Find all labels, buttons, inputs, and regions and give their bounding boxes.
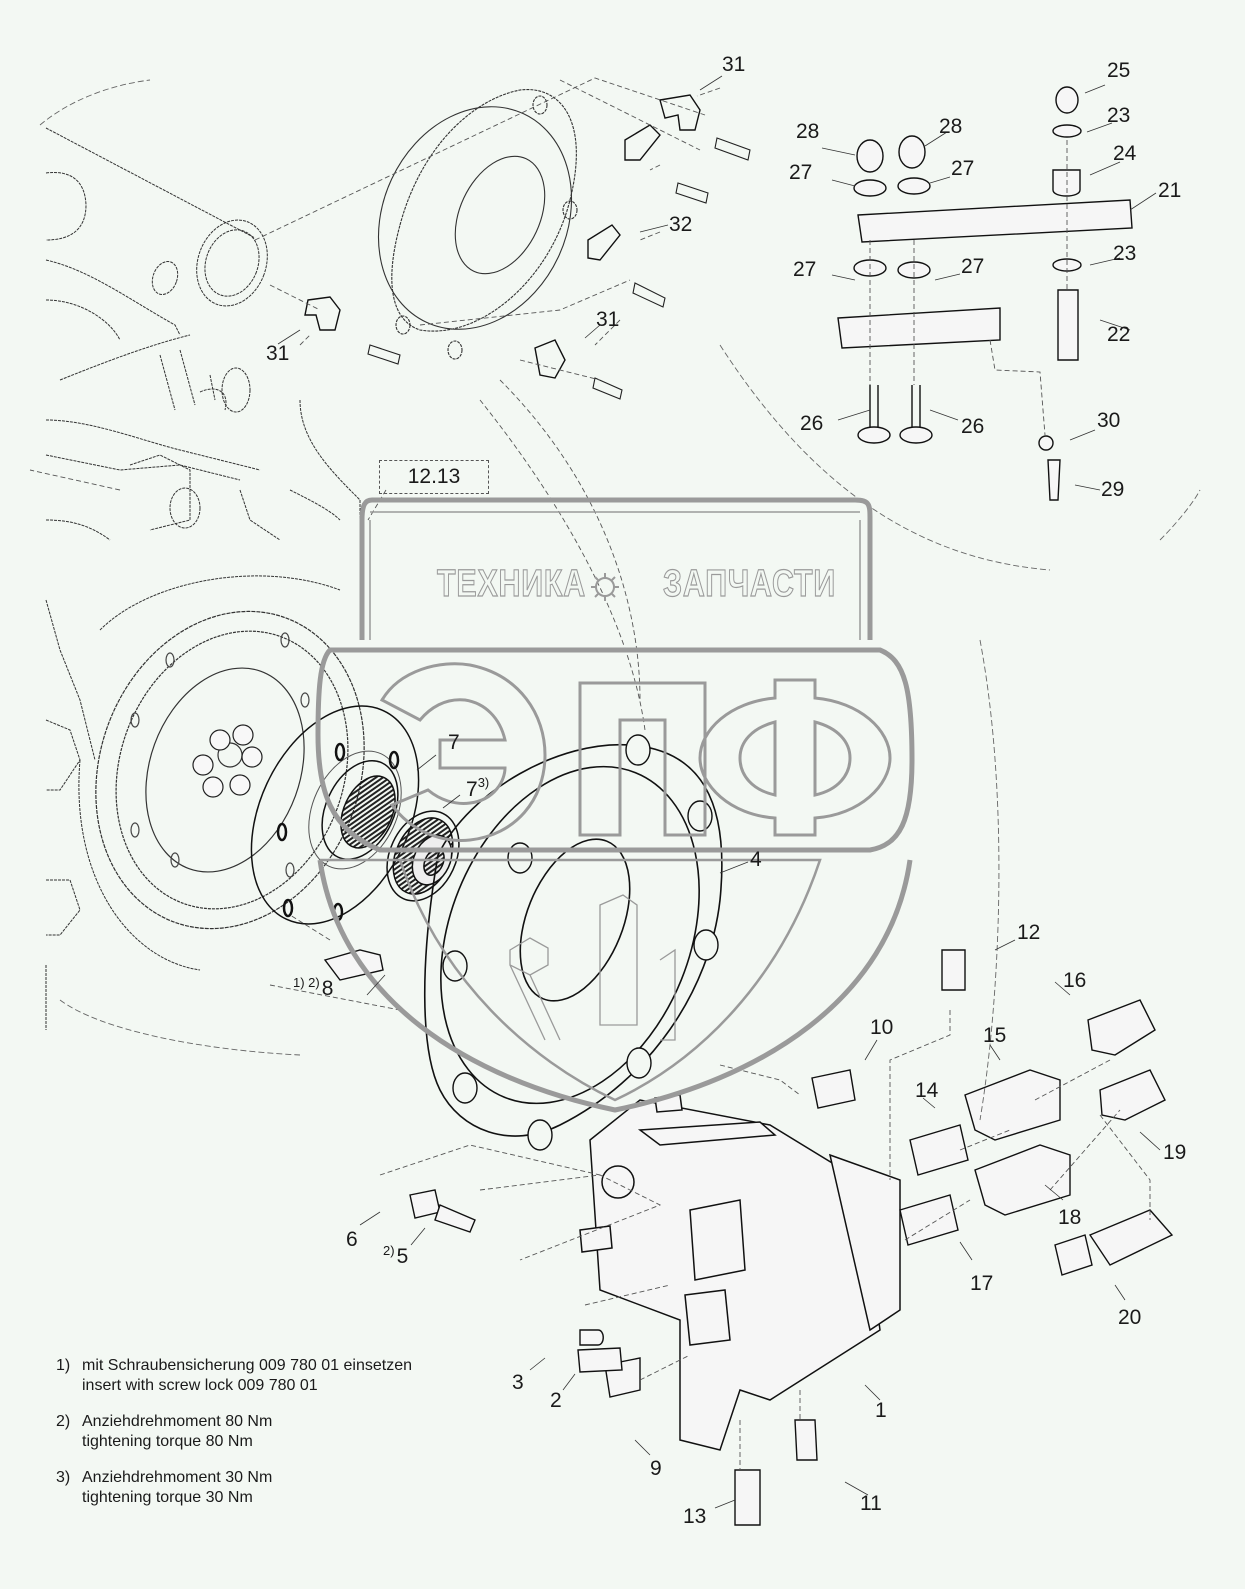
footnote-de: mit Schraubensicherung 009 780 01 einset…	[82, 1357, 412, 1374]
brackets	[304, 94, 701, 379]
footnote-text: mit Schraubensicherung 009 780 01 einset…	[82, 1356, 412, 1396]
callout-leaders	[277, 75, 1161, 1509]
callout-8-note-prefix: 1) 2)	[293, 975, 320, 990]
callout-8-note: 1) 2)8	[293, 975, 334, 1000]
callout-15: 15	[983, 1024, 1007, 1047]
callout-31: 31	[596, 308, 620, 331]
hydraulic-fittings	[323, 949, 1174, 1526]
footnote-2: 2) Anziehdrehmoment 80 Nm tightening tor…	[56, 1412, 412, 1452]
footnote-en: tightening torque 30 Nm	[82, 1489, 253, 1506]
callout-27: 27	[961, 255, 985, 278]
callout-1: 1	[875, 1399, 887, 1422]
callout-16: 16	[1063, 969, 1087, 992]
callout-7: 7	[448, 731, 460, 754]
footnote-text: Anziehdrehmoment 30 Nm tightening torque…	[82, 1468, 272, 1508]
footnote-number: 3)	[56, 1469, 71, 1486]
callout-12: 12	[1017, 921, 1041, 944]
callout-23: 23	[1113, 242, 1137, 265]
bracket-bolts	[367, 137, 751, 400]
callout-5-note-prefix: 2)	[383, 1243, 395, 1258]
background-arcs	[39, 79, 1201, 1121]
callout-31: 31	[266, 342, 290, 365]
footnotes: 1) mit Schraubensicherung 009 780 01 ein…	[56, 1356, 412, 1524]
callout-31: 31	[722, 53, 746, 76]
watermark-right-text: ЗАПЧАСТИ	[663, 562, 837, 605]
footnote-1: 1) mit Schraubensicherung 009 780 01 ein…	[56, 1356, 412, 1396]
callout-8-number: 8	[321, 977, 334, 1000]
callout-3: 3	[512, 1371, 524, 1394]
callout-24: 24	[1113, 142, 1137, 165]
callout-13: 13	[683, 1505, 707, 1528]
footnote-de: Anziehdrehmoment 80 Nm	[82, 1413, 273, 1430]
engine-block	[45, 127, 361, 1030]
leader-lines	[29, 77, 1151, 1470]
callout-18: 18	[1058, 1206, 1082, 1229]
callout-32: 32	[669, 213, 693, 236]
watermark-logo	[315, 497, 915, 1113]
callout-7-note: 3)	[477, 775, 490, 790]
callout-21: 21	[1158, 179, 1182, 202]
callout-5-note: 2)5	[383, 1243, 409, 1268]
callout-4: 4	[750, 848, 762, 871]
callout-17: 17	[970, 1272, 994, 1295]
callout-14: 14	[915, 1079, 939, 1102]
callout-7-number: 7	[466, 778, 478, 801]
footnote-number: 1)	[56, 1357, 71, 1374]
control-valve	[579, 1094, 901, 1451]
reference-box[interactable]: 12.13	[379, 460, 489, 494]
callout-6: 6	[346, 1228, 358, 1251]
callout-28: 28	[796, 120, 820, 143]
cover-plate	[377, 89, 578, 360]
callout-20: 20	[1118, 1306, 1142, 1329]
callout-19: 19	[1163, 1141, 1187, 1164]
callout-23: 23	[1107, 104, 1131, 127]
footnote-text: Anziehdrehmoment 80 Nm tightening torque…	[82, 1412, 272, 1452]
callout-29: 29	[1101, 478, 1125, 501]
callout-30: 30	[1097, 409, 1121, 432]
callout-28: 28	[939, 115, 963, 138]
callout-22: 22	[1107, 323, 1131, 346]
flywheel	[95, 610, 365, 930]
callout-5-number: 5	[396, 1245, 409, 1268]
callout-2: 2	[550, 1389, 562, 1412]
footnote-en: insert with screw lock 009 780 01	[82, 1377, 318, 1394]
footnote-3: 3) Anziehdrehmoment 30 Nm tightening tor…	[56, 1468, 412, 1508]
callout-25: 25	[1107, 59, 1131, 82]
footnote-en: tightening torque 80 Nm	[82, 1433, 253, 1450]
callout-27: 27	[789, 161, 813, 184]
footnote-number: 2)	[56, 1413, 71, 1430]
callout-9: 9	[650, 1457, 662, 1480]
callout-27: 27	[793, 258, 817, 281]
callout-7-note-3: 73)	[466, 776, 489, 800]
footnote-de: Anziehdrehmoment 30 Nm	[82, 1469, 273, 1486]
watermark-left-text: ТЕХНИКА	[437, 562, 587, 605]
callout-10: 10	[870, 1016, 894, 1039]
callout-26: 26	[961, 415, 985, 438]
lever-assembly	[837, 86, 1133, 501]
callout-26: 26	[800, 412, 824, 435]
callout-27: 27	[951, 157, 975, 180]
callout-11: 11	[860, 1492, 882, 1515]
